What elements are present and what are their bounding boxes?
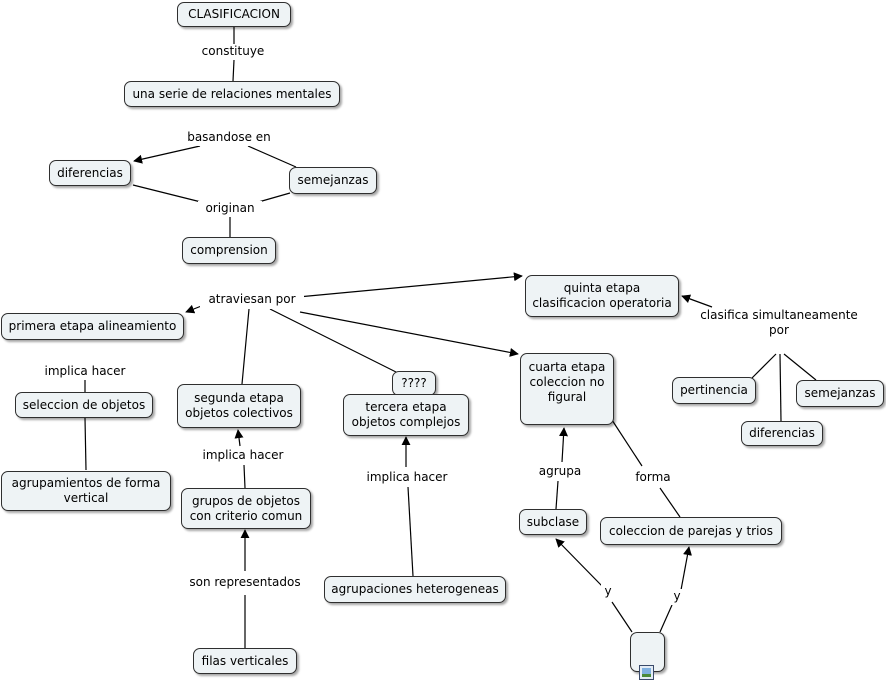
label-implica-hacer-2: implica hacer (196, 448, 290, 464)
label-atraviesan-por: atraviesan por (200, 292, 304, 309)
connector-clasifica-quinta (681, 294, 713, 308)
connector-constituye-serie (232, 59, 235, 82)
node-seleccion-objetos[interactable]: seleccion de objetos (15, 392, 153, 418)
label-y-left: y (601, 584, 615, 600)
node-tercera-etapa[interactable]: tercera etapa objetos complejos (343, 394, 469, 436)
connector-image-yleft (611, 601, 633, 633)
connector-atraviesan-cuarta (299, 311, 519, 357)
node-semejanzas-right[interactable]: semejanzas (796, 380, 884, 407)
label-basandose-en: basandose en (180, 130, 278, 146)
node-pertinencia[interactable]: pertinencia (672, 377, 756, 404)
label-originan: originan (198, 201, 262, 217)
node-clasificacion[interactable]: CLASIFICACION (177, 2, 291, 27)
label-agrupa: agrupa (534, 464, 586, 480)
connector-y-parejas (680, 546, 692, 591)
connector-atraviesan-segunda (241, 308, 250, 385)
connector-clasifica-semejanzas (783, 353, 817, 381)
connector-y-subclase (555, 538, 603, 587)
label-clasifica-simultaneamente: clasifica simultaneamente por (692, 308, 866, 340)
connector-atraviesan-quinta (297, 272, 523, 298)
node-parejas-trios[interactable]: coleccion de parejas y trios (600, 517, 782, 545)
connector-clasifica-pertinencia (751, 353, 777, 379)
connector-forma-parejas (659, 487, 681, 518)
connector-atraviesan-interrogantes (269, 308, 399, 374)
connector-agrupa-cuarta (559, 427, 569, 463)
node-agrupaciones-heterogeneas[interactable]: agrupaciones heterogeneas (324, 576, 506, 603)
node-cuarta-etapa[interactable]: cuarta etapa coleccion no figural (520, 353, 614, 425)
node-quinta-etapa[interactable]: quinta etapa clasificacion operatoria (525, 275, 679, 317)
connector-image-yright (659, 604, 673, 633)
node-serie-relaciones[interactable]: una serie de relaciones mentales (124, 81, 340, 107)
connector-grupos-implica (243, 464, 246, 489)
node-subclase[interactable]: subclase (519, 509, 587, 535)
connector-agrupaciones-implica (407, 486, 414, 577)
connector-subclase-agrupa (555, 480, 559, 510)
node-grupos-objetos[interactable]: grupos de objetos con criterio comun (181, 488, 311, 529)
label-forma: forma (630, 470, 676, 486)
label-implica-hacer-1: implica hacer (38, 364, 132, 380)
node-interrogantes[interactable]: ???? (392, 371, 436, 396)
connector-seleccion-agrupamientos (84, 417, 87, 471)
connector-basandose-diferencias (133, 145, 201, 164)
connector-clasifica-diferencias (779, 353, 782, 422)
node-primera-etapa[interactable]: primera etapa alineamiento (1, 313, 184, 340)
label-constituye: constituye (194, 44, 272, 60)
connector-implica-segunda (234, 429, 244, 447)
node-diferencias-top[interactable]: diferencias (49, 160, 131, 186)
node-comprension[interactable]: comprension (182, 237, 276, 264)
node-filas-verticales[interactable]: filas verticales (193, 648, 297, 674)
connector-basandose-semejanzas (247, 145, 297, 168)
node-agrupamientos-vertical[interactable]: agrupamientos de forma vertical (1, 471, 171, 511)
label-y-right: y (670, 589, 684, 605)
node-diferencias-right[interactable]: diferencias (741, 421, 823, 446)
label-implica-hacer-3: implica hacer (360, 470, 454, 486)
image-icon[interactable] (639, 665, 654, 680)
connector-cuarta-forma (611, 419, 643, 467)
connector-diferencias-originan (132, 184, 206, 204)
node-segunda-etapa[interactable]: segunda etapa objetos colectivos (177, 384, 301, 428)
node-semejanzas-top[interactable]: semejanzas (289, 167, 377, 194)
label-son-representados: son representados (184, 575, 306, 591)
